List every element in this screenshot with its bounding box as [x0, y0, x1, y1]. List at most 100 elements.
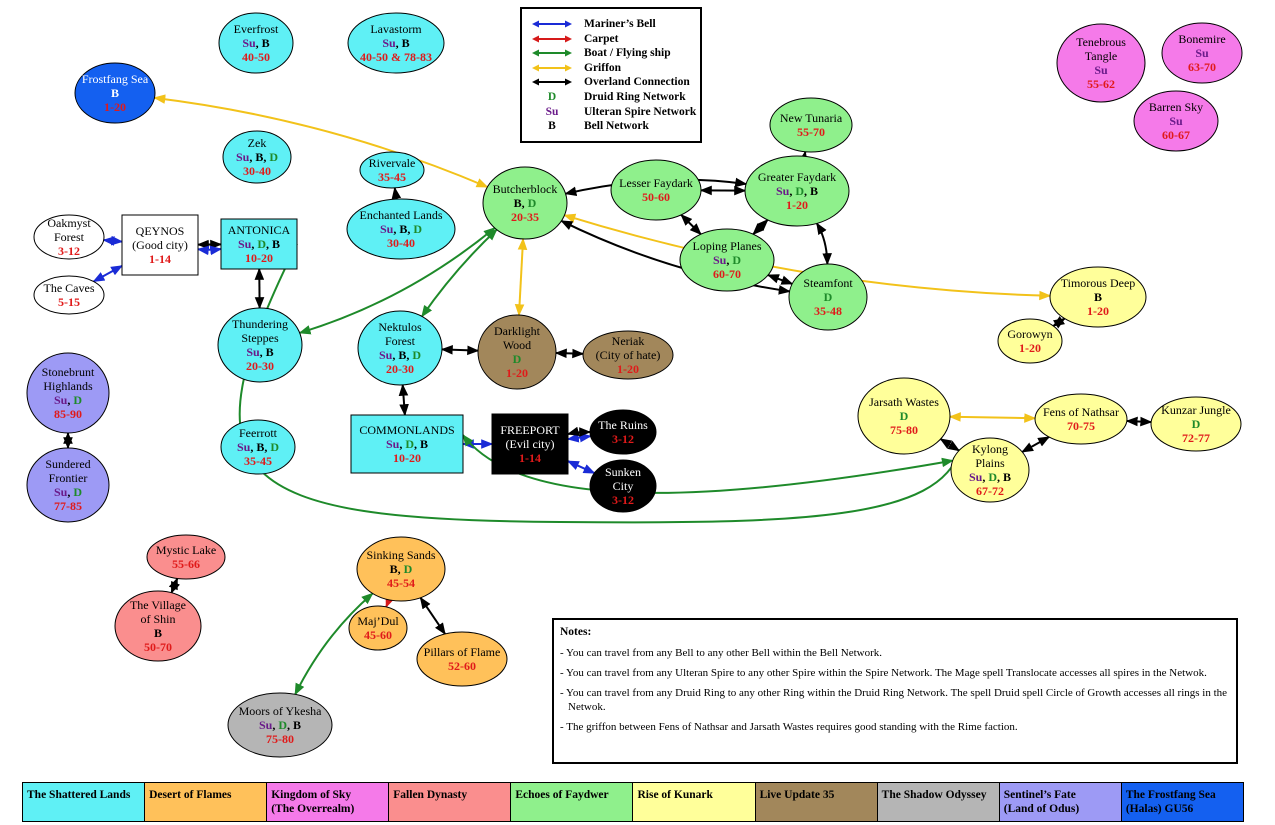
network-code-icon: Su	[545, 105, 559, 118]
double-arrow-icon	[530, 64, 574, 72]
note-bell: You can travel from any Bell to any othe…	[560, 646, 1230, 660]
connection-loping-planes-greater-faydark	[752, 219, 769, 236]
zone-level-range: 1-20	[617, 362, 639, 376]
zone-name-line: ANTONICA	[228, 223, 291, 237]
zone-level-range: 55-62	[1087, 77, 1115, 91]
zone-level-range: 30-40	[387, 236, 415, 250]
zone-level-range: 35-45	[378, 170, 406, 184]
zone-level-range: 20-30	[246, 359, 274, 373]
legend-label: Druid Ring Network	[584, 91, 686, 103]
connection-frostfang-sea-butcherblock	[153, 94, 489, 188]
zone-network-codes: Su, D	[713, 253, 741, 267]
connection-jarsath-wastes-fens-of-nathsar	[948, 412, 1037, 423]
expansion-swatch: Live Update 35	[755, 783, 878, 821]
zone-name-line: Nektulos	[378, 320, 422, 334]
connections-layer	[63, 94, 1153, 696]
double-arrow-icon	[530, 78, 574, 86]
zone-network-codes: Su	[1195, 46, 1209, 60]
zone-level-range: 35-45	[244, 454, 272, 468]
zone-name-line: Kunzar Jungle	[1161, 403, 1231, 417]
zone-level-range: 1-20	[786, 198, 808, 212]
connection-antonica-kylong-plains	[238, 242, 962, 524]
network-code-icon: B	[548, 120, 556, 133]
expansion-swatch: The Shattered Lands	[23, 783, 146, 821]
zone-level-range: 35-48	[814, 304, 842, 318]
zone-level-range: 55-70	[797, 125, 825, 139]
zone-name-line: Forest	[54, 230, 85, 244]
connection-freeport-the-ruins	[566, 432, 592, 443]
zone-name-line: Steppes	[241, 331, 279, 345]
zone-network-codes: Su	[1094, 63, 1108, 77]
zone-name-line: The Ruins	[598, 418, 648, 432]
zone-level-range: 20-35	[511, 210, 539, 224]
zone-name-line: Greater Faydark	[758, 170, 836, 184]
zone-name-line: (Evil city)	[506, 437, 555, 451]
zone-level-range: 72-77	[1182, 431, 1210, 445]
zone-name-line: (Good city)	[132, 238, 188, 252]
zone-name-line: Plains	[975, 456, 1005, 470]
zone-network-codes: Su, B, D	[236, 150, 278, 164]
zone-name-line: Frostfang Sea	[82, 72, 149, 86]
zone-level-range: 85-90	[54, 407, 82, 421]
connection-butcherblock-darklight-wood	[514, 237, 528, 317]
zone-network-codes: B	[154, 626, 162, 640]
zone-level-range: 52-60	[448, 659, 476, 673]
zone-name-line: The Village	[130, 598, 186, 612]
connection-loping-planes-steamfont	[766, 274, 794, 285]
connection-rivervale-enchanted-lands	[391, 186, 403, 211]
zone-level-range: 10-20	[393, 451, 421, 465]
expansion-swatch: Desert of Flames	[145, 783, 268, 821]
connection-qeynos-antonica	[196, 245, 223, 256]
zone-level-range: 10-20	[245, 251, 273, 265]
zone-network-codes: D	[1192, 417, 1201, 431]
zone-name-line: Everfrost	[234, 22, 279, 36]
legend-label: Griffon	[584, 61, 622, 74]
zone-name-line: Frontier	[49, 471, 88, 485]
legend-item: Griffon	[530, 61, 621, 75]
zone-network-codes: Su, B	[242, 36, 269, 50]
zone-name-line: Zek	[248, 136, 267, 150]
double-arrow-icon	[530, 20, 574, 28]
zone-network-codes: D	[513, 352, 522, 366]
note-griffon: The griffon between Fens of Nathsar and …	[560, 720, 1230, 734]
zone-name-line: Jarsath Wastes	[869, 395, 939, 409]
zone-name-line: New Tunaria	[780, 111, 843, 125]
zone-level-range: 45-60	[364, 628, 392, 642]
zone-name-line: Bonemire	[1178, 32, 1225, 46]
zone-name-line: Moors of Ykesha	[239, 704, 323, 718]
zone-network-codes: Su, B, D	[380, 222, 422, 236]
zone-network-codes: Su, D, B	[259, 718, 301, 732]
zone-name-line: Lesser Faydark	[619, 176, 693, 190]
zone-network-codes: Su, D	[54, 485, 82, 499]
double-arrow-icon	[530, 49, 574, 57]
expansion-swatch: Echoes of Faydwer	[511, 783, 634, 821]
zone-level-range: 45-54	[387, 576, 415, 590]
zone-name-line: Tangle	[1085, 49, 1117, 63]
connection-darklight-wood-neriak	[554, 348, 585, 359]
zone-level-range: 75-80	[266, 732, 294, 746]
zone-network-codes: B, D	[390, 562, 413, 576]
zone-level-range: 1-20	[104, 100, 126, 114]
zone-name-line: Highlands	[43, 379, 93, 393]
zone-name-line: Stonebrunt	[42, 365, 95, 379]
zone-name-line: Enchanted Lands	[360, 208, 443, 222]
zone-level-range: 50-70	[144, 640, 172, 654]
zone-level-range: 3-12	[58, 244, 80, 258]
zone-level-range: 1-20	[1019, 341, 1041, 355]
